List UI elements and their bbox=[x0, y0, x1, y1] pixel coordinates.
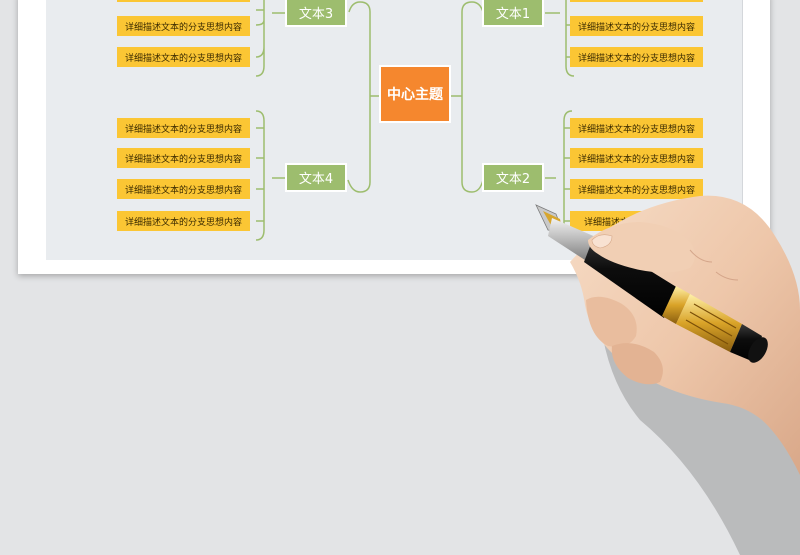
leaf-b3-1[interactable]: 详细描述文本的分支思想内容 bbox=[117, 16, 250, 36]
leaf-b1-2[interactable]: 详细描述文本的分支思想内容 bbox=[570, 47, 703, 67]
thumb-shape bbox=[588, 222, 695, 273]
knuckle-lines bbox=[689, 249, 739, 281]
pen-grip bbox=[548, 218, 598, 262]
leaf-b3-top[interactable] bbox=[117, 0, 250, 2]
central-topic[interactable]: 中心主题 bbox=[379, 65, 451, 123]
leaf-b4-3[interactable]: 详细描述文本的分支思想内容 bbox=[117, 179, 250, 199]
finger-ring bbox=[611, 343, 663, 385]
leaf-b4-1[interactable]: 详细描述文本的分支思想内容 bbox=[117, 118, 250, 138]
leaf-b3-2[interactable]: 详细描述文本的分支思想内容 bbox=[117, 47, 250, 67]
leaf-b1-1[interactable]: 详细描述文本的分支思想内容 bbox=[570, 16, 703, 36]
pen-end-tip bbox=[748, 337, 768, 363]
finger-middle bbox=[586, 296, 637, 347]
branch-node-1[interactable]: 文本1 bbox=[482, 0, 544, 27]
branch-node-3[interactable]: 文本3 bbox=[285, 0, 347, 27]
leaf-b2-1[interactable]: 详细描述文本的分支思想内容 bbox=[570, 118, 703, 138]
pen-gold-ring bbox=[662, 286, 690, 324]
leaf-b4-4[interactable]: 详细描述文本的分支思想内容 bbox=[117, 211, 250, 231]
leaf-b2-2[interactable]: 详细描述文本的分支思想内容 bbox=[570, 148, 703, 168]
branch-node-4[interactable]: 文本4 bbox=[285, 163, 347, 192]
leaf-b4-2[interactable]: 详细描述文本的分支思想内容 bbox=[117, 148, 250, 168]
leaf-b1-top[interactable] bbox=[570, 0, 703, 2]
pen-engraving bbox=[685, 303, 737, 345]
branch-node-2[interactable]: 文本2 bbox=[482, 163, 544, 192]
thumbnail bbox=[591, 234, 613, 249]
leaf-b2-3[interactable]: 详细描述文本的分支思想内容 bbox=[570, 179, 703, 199]
